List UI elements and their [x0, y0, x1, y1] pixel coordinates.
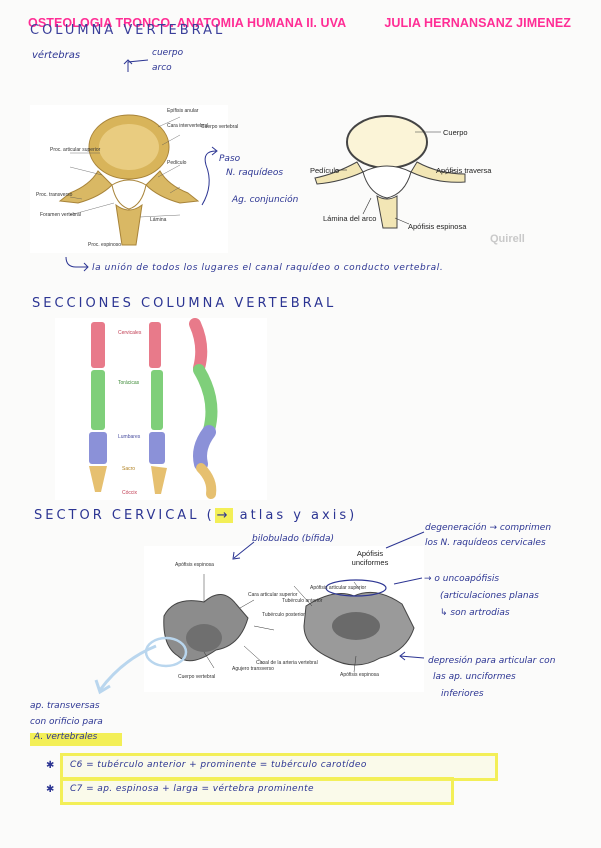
hook-arrow-icon: [65, 256, 89, 272]
document-header-author: JULIA HERNANSANZ JIMENEZ: [384, 16, 571, 30]
fig4-label-canal-arteria: Canal de la arteria vertebral: [256, 660, 318, 666]
fig1-label-pediculo: Pedículo: [167, 160, 187, 166]
fig3-label-toracicas: Torácicas: [118, 380, 140, 386]
fig3-label-sacro: Sacro: [122, 466, 136, 472]
note-cuerpo: cuerpo: [152, 48, 184, 58]
fig4-label-tuberculo-anterior: Tubérculo anterior: [282, 598, 323, 604]
document-header-title: OSTEOLOGIA TRONCO. ANATOMIA HUMANA II. U…: [28, 16, 347, 30]
spine-sections-illustration: [55, 318, 267, 500]
note-c7: C7 = ap. espinosa + larga = vértebra pro…: [70, 784, 314, 794]
note-depresion: depresión para articular con: [428, 656, 556, 666]
fig4-label-cara-articular: Cara articular superior: [248, 592, 298, 598]
fig4-label-apofisis-espinosa-top: Apófisis espinosa: [175, 562, 214, 568]
note-orificio: con orificio para: [30, 717, 103, 727]
curved-arrow-icon: [94, 644, 157, 695]
fig4-label-cuerpo-vertebral: Cuerpo vertebral: [178, 674, 216, 680]
note-depresion-2: las ap. unciformes: [433, 672, 516, 682]
bullet-c7: ✱: [46, 784, 55, 795]
note-articulaciones-planas: (articulaciones planas: [440, 591, 539, 601]
title-sector-cervical: SECTOR CERVICAL (→ atlas y axis): [34, 508, 357, 523]
vertebra-diagram: [314, 115, 466, 229]
arrow-down-left-icon: [232, 541, 255, 560]
fig2-label-lamina: Lámina del arco: [323, 214, 377, 223]
fig4-label-agujero-transverso: Agujero transverso: [232, 666, 274, 672]
note-c6: C6 = tubérculo anterior + prominente = t…: [70, 760, 367, 770]
title-secciones: SECCIONES COLUMNA VERTEBRAL: [32, 296, 337, 311]
lumbar-vertebra-illustration: [30, 105, 228, 253]
fig4-label-apofisis-espinosa-bottom: Apófisis espinosa: [340, 672, 379, 678]
fig1-label-cuerpo: Cuerpo vertebral: [201, 124, 239, 130]
title-columna-vertebral: COLUMNA VERTEBRAL: [30, 23, 226, 38]
fig3-label-lumbares: Lumbares: [118, 434, 141, 440]
title-sector-highlight: →: [214, 508, 233, 523]
arrow-left-icon: [385, 531, 425, 549]
note-vertebras: vértebras: [32, 50, 81, 61]
note-paso: Paso: [219, 154, 241, 164]
fig1-label-foramen: Foramen vertebral: [40, 212, 81, 218]
fig3-label-coccix: Cóccix: [122, 490, 138, 496]
note-ap-transversas: ap. transversas: [30, 701, 100, 711]
fig1-label-proc-espinoso: Proc. espinoso: [88, 242, 122, 248]
fig3-label-cervicales: Cervicales: [118, 330, 142, 336]
note-degeneracion-2: los N. raquídeos cervicales: [425, 538, 546, 548]
note-arco: arco: [152, 63, 172, 73]
note-agujero-conjuncion: Ag. conjunción: [232, 195, 299, 205]
branch-arrow-icon: [123, 59, 149, 72]
title-sector-text: SECTOR CERVICAL (: [34, 508, 215, 523]
note-uncoapofisis: → o uncoapófisis: [424, 574, 500, 584]
highlight-arterias: [30, 733, 122, 746]
fig2-label-apofisis-traversa: Apófisis traversa: [436, 166, 492, 175]
arrow-left-small-icon: [399, 651, 425, 661]
fig4-label-apofisis-articular: Apófisis articular superior: [310, 585, 367, 591]
fig2-label-pediculo: Pedículo: [310, 166, 340, 175]
fig1-label-lamina: Lámina: [150, 217, 167, 223]
bullet-c6: ✱: [46, 760, 55, 771]
note-depresion-3: inferiores: [441, 689, 484, 699]
note-nervios-raquideos: N. raquídeos: [226, 168, 284, 178]
cervical-vertebra-illustration: [144, 546, 424, 692]
note-bilobulado: bilobulado (bífida): [252, 534, 335, 544]
fig1-label-proc-articular: Proc. articular superior: [50, 147, 101, 153]
fig1-label-proc-transverso: Proc. transverso: [36, 192, 73, 198]
fig4-label-apofisis-unciformes: Apófisis unciformes: [351, 549, 389, 567]
note-canal-raquideo: la unión de todos los lugares el canal r…: [92, 263, 444, 273]
fig4-label-tuberculo-posterior: Tubérculo posterior: [262, 612, 305, 618]
curly-arrow-icon: [201, 146, 218, 206]
quirell-watermark: Quirell: [490, 233, 525, 245]
title-sector-end: atlas y axis): [232, 508, 358, 523]
box-c7: [60, 777, 454, 805]
note-artrodias: ↳ son artrodias: [440, 608, 510, 618]
fig1-label-cara-intervertebral: Cara intervertebral: [167, 123, 209, 129]
note-degeneracion: degeneración → comprimen: [425, 523, 552, 533]
fig2-label-cuerpo: Cuerpo: [443, 128, 468, 137]
fig1-label-epifisis: Epífisis anular: [167, 108, 199, 114]
fig2-label-apofisis-espinosa: Apófisis espinosa: [408, 222, 467, 231]
arrow-right-icon: [393, 577, 423, 585]
note-arterias-vertebrales: A. vertebrales: [34, 732, 98, 742]
